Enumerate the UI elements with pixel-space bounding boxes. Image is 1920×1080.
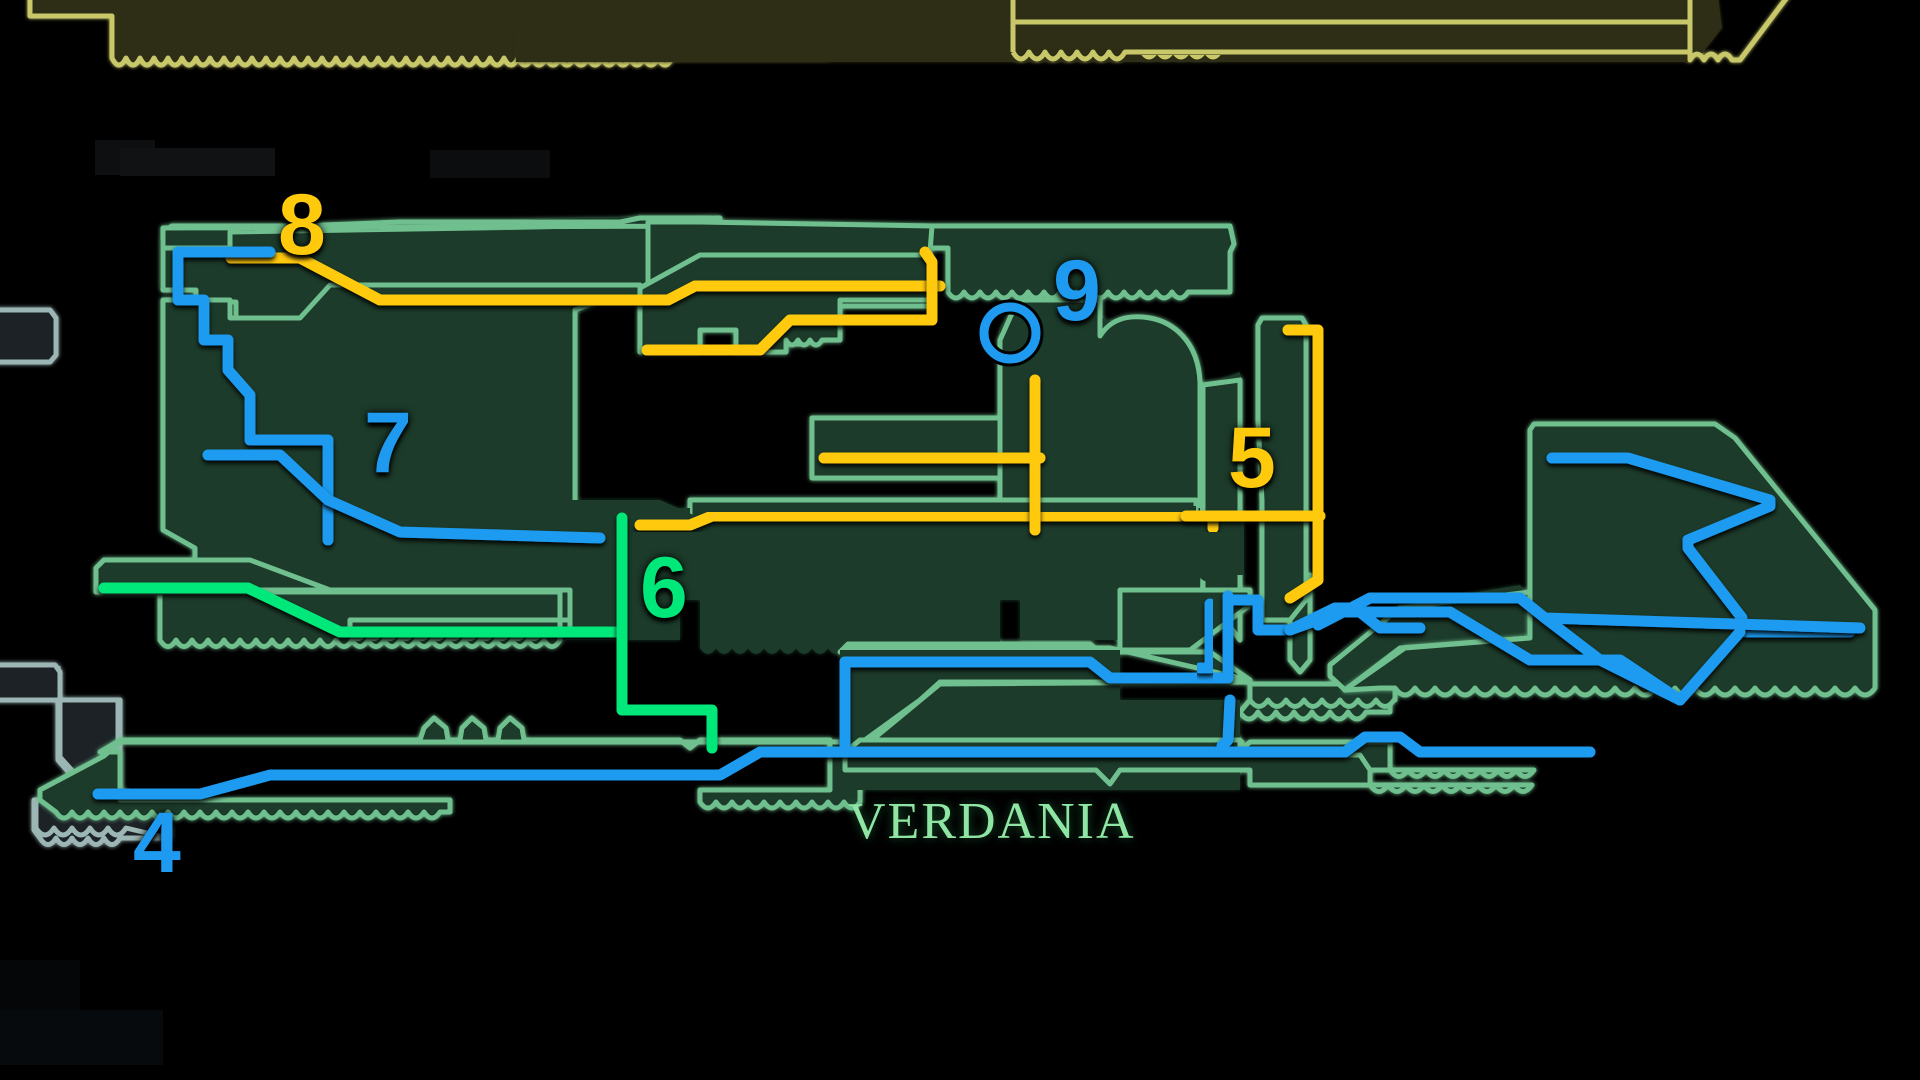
route-green-vertical[interactable]	[616, 512, 718, 754]
route-blue-northwest[interactable]	[172, 246, 334, 546]
territory-verdania-east[interactable]	[1342, 421, 1878, 698]
route-green-west[interactable]	[98, 582, 626, 638]
marker-6[interactable]: 6	[640, 540, 688, 636]
marker-8[interactable]: 8	[278, 177, 326, 273]
region-label-verdania: VERDANIA	[848, 793, 1136, 850]
marker-7[interactable]: 7	[364, 395, 412, 491]
territory-west-gray[interactable]	[0, 307, 59, 365]
territory-north-olive-c[interactable]	[515, 0, 1800, 63]
route-yellow-north[interactable]	[225, 252, 946, 306]
route-yellow-mid[interactable]	[641, 246, 938, 356]
route-yellow-east[interactable]	[818, 324, 1326, 604]
node-ring-9[interactable]	[976, 299, 1044, 367]
marker-5[interactable]: 5	[1228, 410, 1276, 506]
marker-9[interactable]: 9	[1053, 243, 1101, 339]
route-blue-mid-south[interactable]	[1194, 598, 1216, 674]
route-blue-south[interactable]	[92, 590, 1596, 800]
marker-4[interactable]: 4	[133, 795, 181, 891]
route-blue-west[interactable]	[202, 449, 606, 544]
background-plates	[0, 140, 550, 1065]
route-blue-east-low[interactable]	[1284, 592, 1866, 706]
